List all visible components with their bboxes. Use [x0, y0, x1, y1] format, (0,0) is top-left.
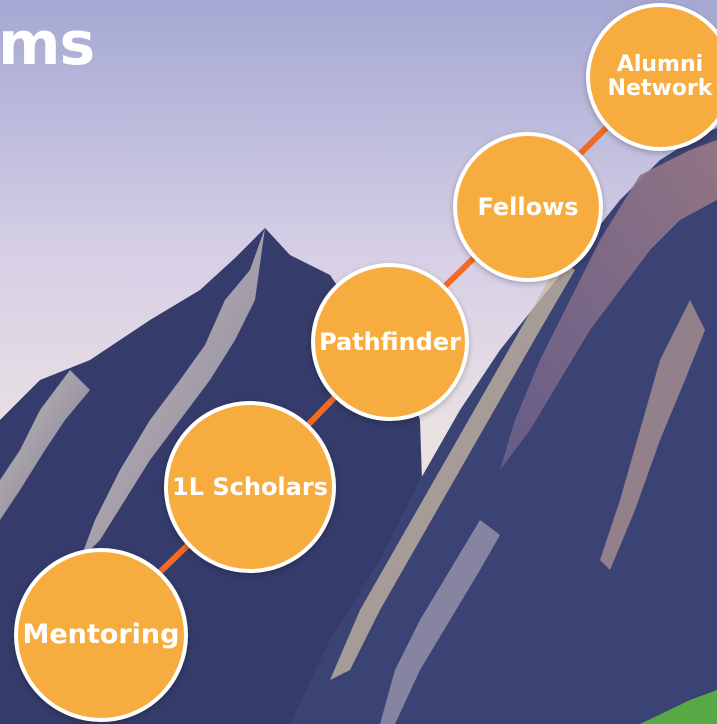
step-pathfinder-label: Pathfinder: [319, 327, 461, 356]
left-mountain-highlight-2: [0, 370, 90, 520]
grass: [640, 690, 717, 724]
step-fellows[interactable]: Fellows: [453, 132, 603, 282]
step-mentoring[interactable]: Mentoring: [14, 548, 188, 722]
right-mountain-rock: [500, 140, 717, 470]
step-mentoring-label: Mentoring: [22, 619, 180, 651]
right-mountain-streak-2: [600, 300, 705, 570]
step-fellows-label: Fellows: [477, 192, 579, 221]
right-mountain-streak-1: [330, 260, 575, 680]
step-pathfinder[interactable]: Pathfinder: [311, 263, 469, 421]
step-alumni-network-line1: Alumni: [616, 51, 704, 77]
step-alumni-network-line2: Network: [607, 76, 713, 101]
step-alumni-network[interactable]: Alumni Network: [586, 3, 717, 151]
left-mountain-highlight: [80, 228, 265, 560]
page-title-fragment: ms: [0, 9, 95, 79]
step-1l-scholars[interactable]: 1L Scholars: [164, 401, 336, 573]
step-alumni-network-label: Alumni Network: [607, 51, 713, 101]
step-1l-scholars-label: 1L Scholars: [172, 472, 328, 501]
right-mountain-streak-3: [380, 520, 500, 724]
